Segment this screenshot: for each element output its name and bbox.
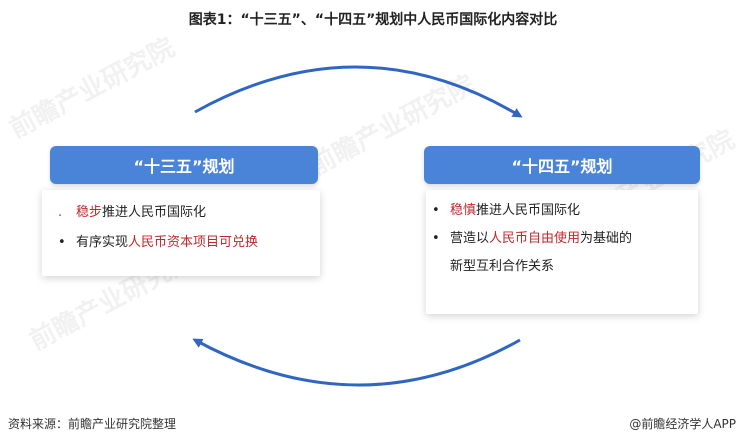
brand-note: @前瞻经济学人APP	[629, 417, 736, 431]
arrow-curve-right-icon	[194, 65, 523, 118]
item-text: 推进人民币国际化	[102, 205, 207, 220]
bullet-dot-icon: .	[58, 205, 63, 220]
right-item-2-continued: 新型互利合作关系	[450, 254, 554, 280]
left-panel-header: “十三五”规划	[50, 146, 318, 184]
figure-title: 图表1：“十三五”、“十四五”规划中人民币国际化内容对比	[188, 12, 558, 28]
bullet-dot-icon: •	[58, 235, 66, 250]
bullet-dot-icon: •	[432, 231, 440, 246]
right-item-1: • 稳慎推进人民币国际化	[432, 198, 580, 224]
item-text: 推进人民币国际化	[476, 203, 581, 218]
right-item-2: • 营造以人民币自由使用为基础的	[432, 226, 632, 252]
item-text: 新型互利合作关系	[450, 259, 555, 274]
highlight-text: 人民币资本项目可兑换	[128, 235, 259, 250]
right-panel-header: “十四五”规划	[424, 146, 700, 184]
item-text: 有序实现	[76, 235, 129, 250]
item-text: 为基础的	[580, 231, 633, 246]
right-panel-card	[426, 190, 698, 314]
left-item-1: . 稳步推进人民币国际化	[58, 200, 206, 226]
item-text: 营造以	[450, 231, 490, 246]
highlight-text: 稳步	[76, 205, 103, 220]
bullet-dot-icon: •	[432, 203, 440, 218]
source-note: 资料来源：前瞻产业研究院整理	[8, 417, 177, 431]
highlight-text: 人民币自由使用	[489, 231, 581, 246]
left-item-2: • 有序实现人民币资本项目可兑换	[58, 230, 258, 256]
highlight-text: 稳慎	[450, 203, 477, 218]
left-panel-card	[42, 190, 320, 276]
arrow-curve-left-icon	[192, 338, 521, 387]
